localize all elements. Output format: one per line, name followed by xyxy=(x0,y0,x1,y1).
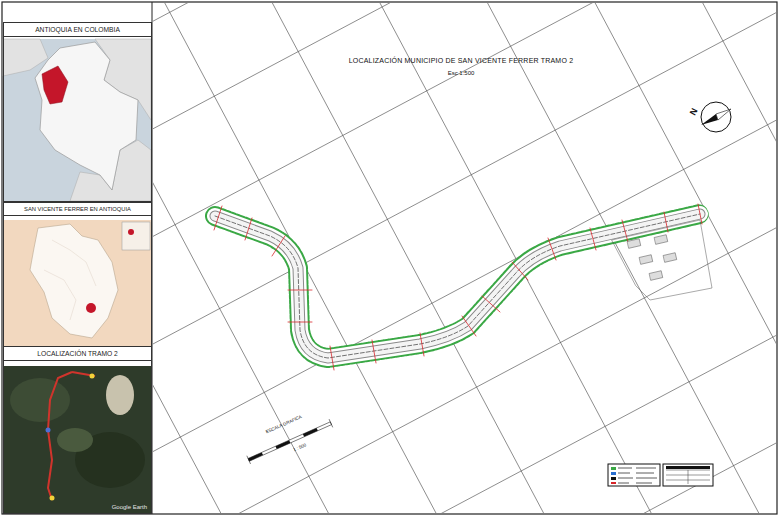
colombia-map xyxy=(3,39,151,201)
map-panel: SAN VICENTE FERRER EN ANTIOQUIA xyxy=(3,202,152,347)
map-panel: LOCALIZACIÓN TRAMO 2 Google Earth xyxy=(3,346,152,514)
scale-title: ESCALA GRAFICA xyxy=(265,415,302,435)
north-letter: N xyxy=(689,107,700,117)
panel-heading: SAN VICENTE FERRER EN ANTIOQUIA xyxy=(4,203,151,216)
north-arrow xyxy=(701,102,731,132)
panel-heading: ANTIOQUIA EN COLOMBIA xyxy=(4,23,151,37)
panel-heading: LOCALIZACIÓN TRAMO 2 xyxy=(4,347,151,361)
coordinate-grid xyxy=(153,3,776,513)
scale-ratio: 1 : 500 xyxy=(293,443,307,453)
satellite-image xyxy=(3,366,151,513)
map-panel: ANTIOQUIA EN COLOMBIA xyxy=(3,22,152,202)
image-credit: Google Earth xyxy=(112,504,147,510)
scale-bar xyxy=(247,419,333,464)
road-plan xyxy=(214,204,712,370)
map-title: LOCALIZACIÓN MUNICIPIO DE SAN VICENTE FE… xyxy=(349,57,574,64)
legend-tables xyxy=(608,464,713,486)
antioquia-map xyxy=(3,220,151,346)
scale-note: Esc 1:500 xyxy=(448,70,475,76)
